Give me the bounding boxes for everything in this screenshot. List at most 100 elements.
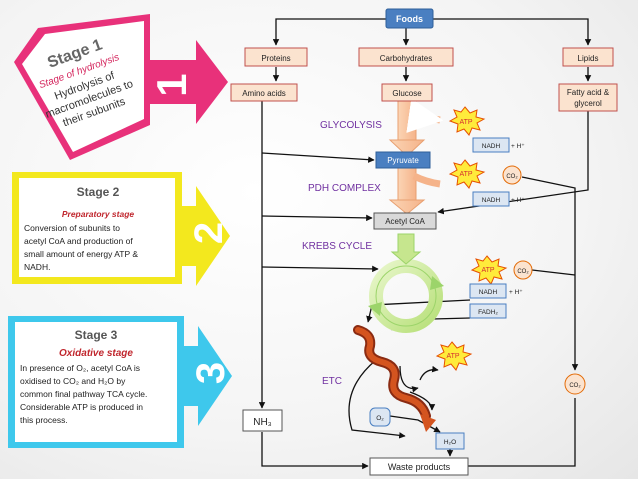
proteins-label: Proteins bbox=[261, 54, 290, 63]
krebs-co2-line bbox=[531, 269, 576, 276]
etc-to-atp-arrow bbox=[419, 365, 439, 381]
stage3-arrow bbox=[178, 326, 232, 426]
atp-label: ATP bbox=[481, 267, 494, 274]
stage2-title: Stage 2 bbox=[77, 185, 120, 199]
pyruvate-node: Pyruvate bbox=[375, 151, 431, 169]
stage2-arrow bbox=[176, 186, 230, 286]
stage3-desc-line: common final pathway TCA cycle. bbox=[20, 389, 147, 399]
waste-products-label: Waste products bbox=[388, 462, 451, 472]
co2-node-waste: CO₂ bbox=[564, 373, 586, 395]
glucose-label: Glucose bbox=[392, 89, 422, 98]
fatty-acid-label-line1: Fatty acid & bbox=[567, 88, 610, 97]
co2-to-waste-path bbox=[521, 176, 579, 371]
amino-acids-label: Amino acids bbox=[242, 89, 286, 98]
stage2-subtitle: Preparatory stage bbox=[62, 209, 135, 219]
glycolysis-label: GLYCOLYSIS bbox=[320, 120, 382, 131]
stage1-card bbox=[22, 21, 144, 152]
acetyl-coa-label: Acetyl CoA bbox=[385, 217, 425, 226]
foods-to-lipids-arrow bbox=[433, 18, 592, 46]
stage2-desc-line: NADH. bbox=[24, 262, 50, 272]
h-plus-label: + H⁺ bbox=[511, 197, 525, 204]
co2-label: CO₂ bbox=[517, 269, 529, 275]
stage3-panel: 3 Stage 3 Oxidative stage In presence of… bbox=[8, 316, 233, 448]
etc-branch-arrow-1 bbox=[399, 365, 419, 393]
nadh-node-pdh: NADH + H⁺ bbox=[472, 191, 525, 207]
foods-to-proteins-arrow bbox=[272, 18, 386, 46]
amino-acids-to-krebs-arrow bbox=[261, 265, 379, 273]
krebs-cycle-icon bbox=[368, 233, 444, 333]
amino-acids-to-acetyl-coa-arrow bbox=[261, 214, 373, 222]
proteins-node: Proteins bbox=[244, 47, 308, 67]
carbohydrates-label: Carbohydrates bbox=[380, 54, 432, 63]
stage2-desc-line: acetyl CoA and production of bbox=[24, 236, 133, 246]
h-plus-label: + H⁺ bbox=[511, 143, 525, 150]
co2-label: CO₂ bbox=[506, 174, 518, 180]
amino-acids-node: Amino acids bbox=[230, 83, 298, 102]
atp-burst-etc: ATP bbox=[435, 341, 473, 371]
stage2-card bbox=[19, 178, 175, 277]
co2-to-waste-arrow bbox=[437, 398, 576, 470]
stage3-desc-line: oxidised to CO₂ and H₂O by bbox=[20, 376, 126, 386]
etc-to-o2-arrow bbox=[348, 359, 406, 439]
etc-branch-arrow-2 bbox=[409, 391, 436, 411]
etc-label: ETC bbox=[322, 376, 342, 387]
waste-products-node: Waste products bbox=[369, 457, 469, 476]
fadh2-node: FADH₂ bbox=[469, 303, 507, 319]
nh3-to-waste-arrow bbox=[261, 432, 369, 470]
fatty-acid-label-line2: glycerol bbox=[574, 99, 602, 108]
atp-label: ATP bbox=[459, 171, 472, 178]
pdh-complex-label: PDH COMPLEX bbox=[308, 183, 381, 194]
nadh-node-glycolysis: NADH + H⁺ bbox=[472, 137, 525, 153]
atp-burst-glycolysis: ATP bbox=[448, 106, 486, 136]
nh3-node: NH₃ bbox=[242, 409, 283, 432]
pyruvate-label: Pyruvate bbox=[387, 156, 419, 165]
o2-label: O₂ bbox=[376, 415, 384, 422]
o2-to-h2o-arrow bbox=[389, 415, 441, 433]
nadh-label: NADH bbox=[479, 289, 498, 296]
stage2-number: 2 bbox=[187, 222, 231, 244]
h2o-label: H₂O bbox=[444, 439, 456, 446]
glycolysis-arrow bbox=[388, 98, 444, 157]
atp-burst-krebs: ATP bbox=[470, 255, 508, 285]
nadh-label: NADH bbox=[482, 197, 501, 204]
stage3-desc-line: this process. bbox=[20, 415, 68, 425]
stage1-number: 1 bbox=[148, 73, 195, 96]
co2-node-krebs: CO₂ bbox=[513, 260, 533, 280]
krebs-cycle-label: KREBS CYCLE bbox=[302, 241, 372, 252]
co2-node-pdh: CO₂ bbox=[502, 165, 522, 185]
stage3-title: Stage 3 bbox=[75, 328, 118, 342]
glucose-node: Glucose bbox=[381, 83, 433, 102]
fadh2-label: FADH₂ bbox=[478, 309, 498, 316]
lipids-node: Lipids bbox=[562, 47, 614, 67]
acetyl-coa-node: Acetyl CoA bbox=[373, 212, 437, 230]
atp-label: ATP bbox=[446, 353, 459, 360]
connector-lines bbox=[258, 18, 592, 470]
etc-chain-icon bbox=[353, 325, 436, 432]
carbohydrates-node: Carbohydrates bbox=[358, 47, 454, 67]
co2-label: CO₂ bbox=[569, 383, 581, 389]
h-plus-label: + H⁺ bbox=[509, 289, 523, 296]
pdh-arrow bbox=[388, 167, 441, 215]
nadh-label: NADH bbox=[482, 143, 501, 150]
stage1-arrow bbox=[148, 40, 228, 124]
stage1-panel: 1 Stage 1 Stage of hydrolysis Hydrolysis… bbox=[14, 14, 228, 160]
stage3-desc-line: In presence of O₂, acetyl CoA is bbox=[20, 363, 140, 373]
stage3-subtitle: Oxidative stage bbox=[59, 348, 133, 359]
atp-label: ATP bbox=[459, 119, 472, 126]
stage2-desc-line: small amount of energy ATP & bbox=[24, 249, 138, 259]
stage3-desc-line: Considerable ATP is produced in bbox=[20, 402, 143, 412]
lipids-label: Lipids bbox=[578, 54, 599, 63]
amino-acids-to-pyruvate-arrow bbox=[261, 152, 375, 163]
o2-node: O₂ bbox=[369, 407, 391, 427]
atp-burst-pdh: ATP bbox=[448, 159, 486, 189]
h2o-node: H₂O bbox=[435, 432, 465, 450]
fatty-acid-node: Fatty acid & glycerol bbox=[558, 83, 618, 112]
foods-label: Foods bbox=[396, 14, 423, 24]
stage2-panel: 2 Stage 2 Preparatory stage Conversion o… bbox=[12, 172, 231, 286]
foods-node: Foods bbox=[385, 8, 434, 29]
nadh-node-krebs: NADH + H⁺ bbox=[469, 283, 523, 299]
stage2-desc-line: Conversion of subunits to bbox=[24, 223, 120, 233]
stage3-number: 3 bbox=[189, 362, 233, 384]
stage3-card bbox=[15, 322, 177, 442]
